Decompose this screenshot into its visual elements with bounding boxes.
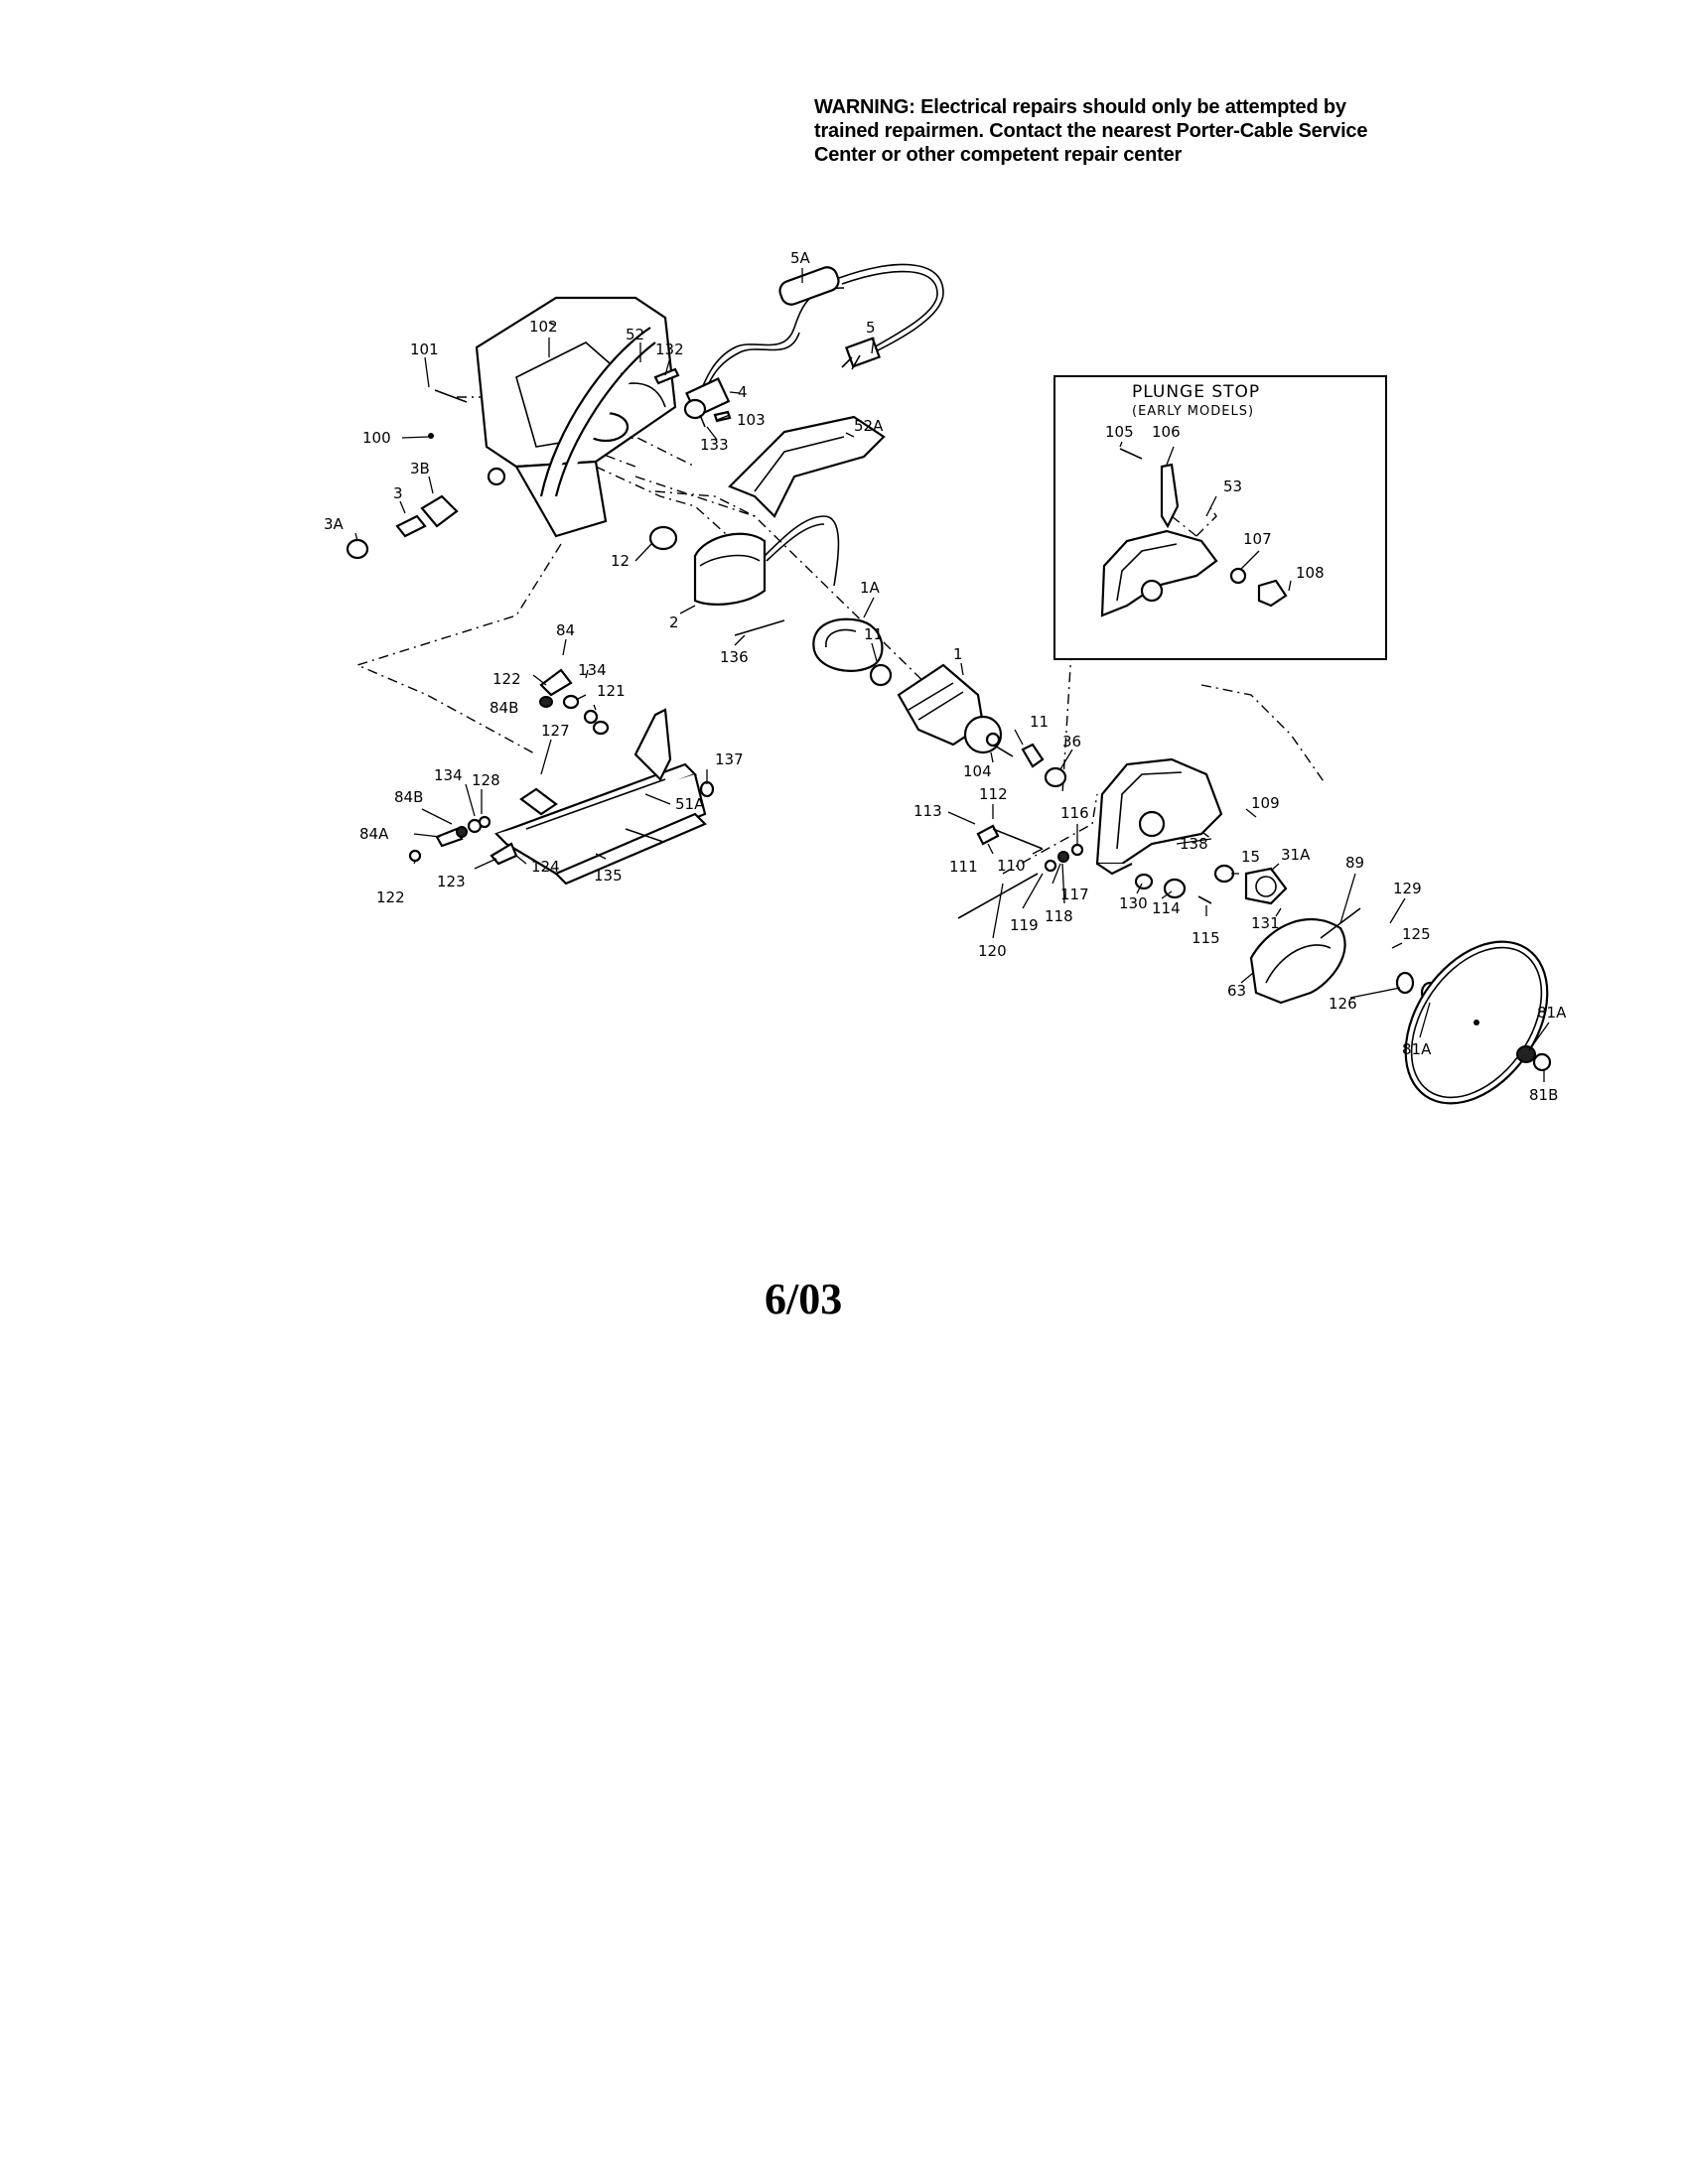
part-label: 36 — [1062, 733, 1081, 751]
lower-guard — [1249, 907, 1361, 1005]
part-label: 11 — [864, 625, 883, 643]
part-label: 15 — [1241, 848, 1260, 866]
part-label: 121 — [597, 682, 626, 700]
part-label: 115 — [1192, 929, 1220, 947]
part-label: 2 — [669, 614, 679, 631]
bevel-adjust-parts — [408, 668, 715, 866]
part-label: 111 — [949, 858, 978, 876]
part-label: 137 — [715, 751, 744, 768]
part-label: 117 — [1060, 886, 1089, 903]
gear-case-upper-guard — [1095, 757, 1223, 876]
part-label: 53 — [1223, 478, 1242, 495]
bearing-12 — [648, 525, 678, 551]
plunge-stop-inset: PLUNGE STOP (EARLY MODELS) — [1053, 375, 1387, 660]
part-label: 131 — [1251, 914, 1280, 932]
part-label: 125 — [1402, 925, 1431, 943]
part-label: 84 — [556, 621, 575, 639]
part-label: 104 — [963, 762, 992, 780]
part-label: 31A — [1281, 846, 1311, 864]
part-label: 129 — [1393, 880, 1422, 897]
power-cord — [694, 263, 944, 408]
part-label: 1 — [953, 645, 963, 663]
part-label: 11 — [1030, 713, 1049, 731]
part-label: 51A — [675, 795, 705, 813]
part-label: 108 — [1296, 564, 1325, 582]
part-label: 119 — [1010, 916, 1039, 934]
part-label: 81A — [1537, 1004, 1567, 1022]
handle-cover-52a — [728, 415, 886, 518]
part-label: 134 — [578, 661, 607, 679]
inset-subtitle: (EARLY MODELS) — [1132, 404, 1254, 419]
motor-housing — [475, 296, 677, 538]
baffle-ring — [812, 617, 884, 672]
bearings-right — [985, 732, 1067, 788]
part-label: 136 — [720, 648, 749, 666]
switch — [683, 377, 731, 428]
part-label: 109 — [1251, 794, 1280, 812]
saw-base — [494, 708, 707, 886]
armature — [869, 663, 1014, 757]
part-label: 106 — [1152, 423, 1181, 441]
part-label: 5 — [866, 319, 876, 337]
part-label: 1A — [860, 579, 881, 597]
part-label: 84A — [359, 825, 389, 843]
callout-leaders — [354, 268, 1550, 1082]
part-label: 105 — [1105, 423, 1134, 441]
part-label: 133 — [700, 436, 729, 454]
warning-line-2: trained repairmen. Contact the nearest P… — [814, 120, 1368, 142]
part-label: 116 — [1060, 804, 1089, 822]
part-label: 128 — [472, 771, 500, 789]
spindle-gear — [1213, 864, 1288, 905]
part-label: 118 — [1045, 907, 1073, 925]
part-label: 81B — [1529, 1086, 1558, 1104]
part-label: 5A — [790, 249, 811, 267]
part-label: 124 — [531, 858, 560, 876]
part-label: 84B — [490, 699, 518, 717]
part-label: 123 — [437, 873, 466, 890]
part-label: 122 — [492, 670, 521, 688]
part-label: 135 — [594, 867, 623, 885]
part-label: 113 — [913, 802, 942, 820]
part-label: 112 — [979, 785, 1008, 803]
part-label: 120 — [978, 942, 1007, 960]
part-label: 107 — [1243, 530, 1272, 548]
part-labels: 5A 5 102 101 52 132 4 103 133 52A 100 3B… — [324, 249, 1567, 1104]
part-label: 52 — [626, 326, 644, 343]
part-label: 63 — [1227, 982, 1246, 1000]
part-label: 81A — [1402, 1040, 1432, 1058]
saw-blade — [1404, 940, 1552, 1105]
inset-title: PLUNGE STOP — [1132, 382, 1260, 402]
part-label: 127 — [541, 722, 570, 740]
part-label: 134 — [434, 766, 463, 784]
part-label: 12 — [611, 552, 630, 570]
part-label: 110 — [997, 857, 1026, 875]
field-coil — [693, 515, 840, 636]
part-label: 103 — [737, 411, 766, 429]
part-label: 122 — [376, 888, 405, 906]
warning-line-3: Center or other competent repair center — [814, 144, 1183, 166]
part-label: 100 — [362, 429, 391, 447]
part-label: 101 — [410, 341, 439, 358]
part-label: 84B — [394, 788, 423, 806]
part-label: 102 — [529, 318, 558, 336]
warning-notice: WARNING: Electrical repairs should only … — [814, 95, 1430, 167]
part-label: 3A — [324, 515, 345, 533]
part-label: 3 — [393, 484, 403, 502]
part-label: 130 — [1119, 894, 1148, 912]
part-label: 3B — [410, 460, 430, 478]
part-label: 114 — [1152, 899, 1181, 917]
part-label: 138 — [1180, 835, 1208, 853]
part-label: 132 — [655, 341, 684, 358]
part-label: 4 — [738, 383, 748, 401]
part-label: 89 — [1345, 854, 1364, 872]
part-label: 126 — [1329, 995, 1357, 1013]
part-label: 52A — [854, 417, 884, 435]
warning-line-1: WARNING: Electrical repairs should only … — [814, 96, 1346, 118]
revision-date: 6/03 — [765, 1275, 843, 1323]
